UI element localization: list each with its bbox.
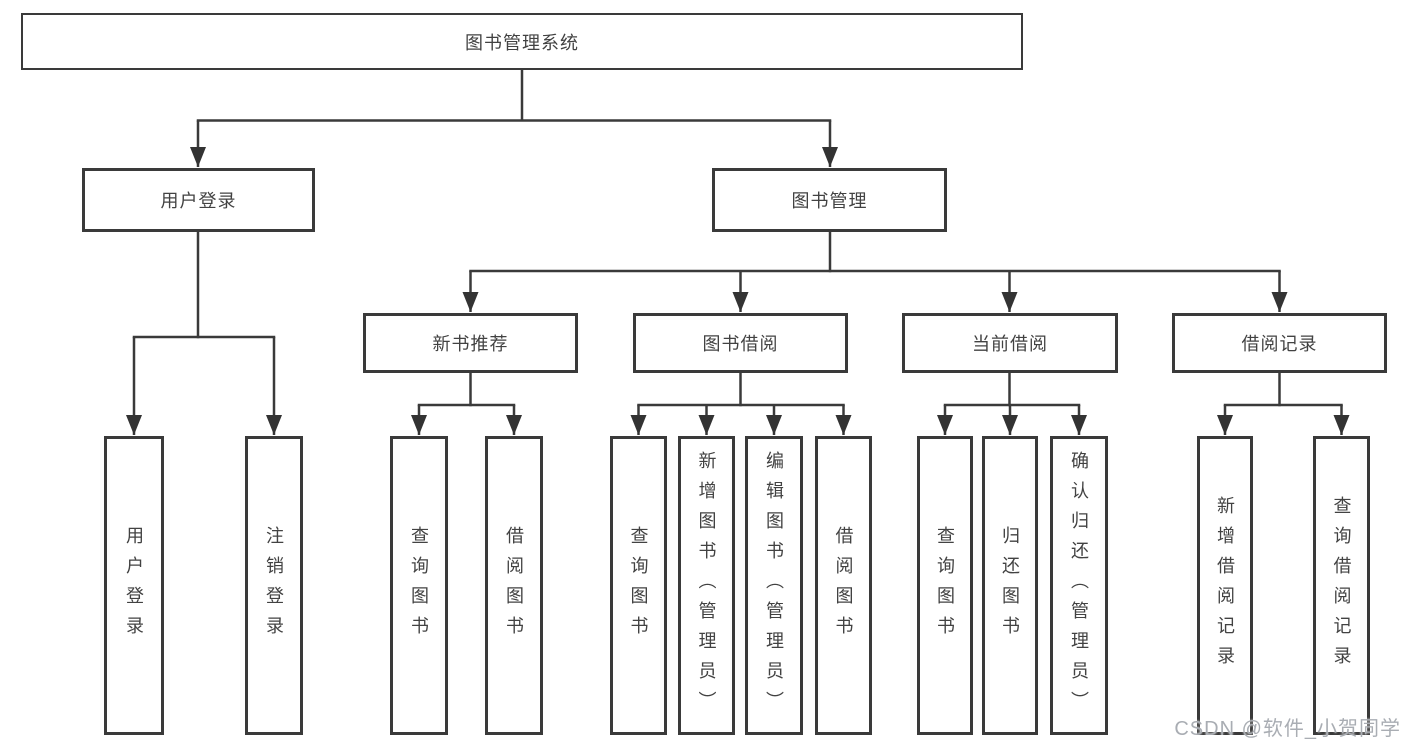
node-user-login-label: 用户登录 (160, 191, 237, 211)
node-book-management: 图书管理 (712, 168, 947, 232)
leaf-logout: 注销登录 (245, 436, 303, 735)
node-book-borrowing: 图书借阅 (633, 313, 848, 373)
leaf-confirm-return-admin-label: 确认归还（管理员） (1069, 450, 1089, 721)
leaf-user-login: 用户登录 (104, 436, 164, 735)
node-user-login: 用户登录 (82, 168, 315, 232)
leaf-query-books-borrowing: 查询图书 (610, 436, 667, 735)
node-current-borrowing: 当前借阅 (902, 313, 1118, 373)
node-book-management-label: 图书管理 (791, 191, 868, 211)
leaf-return-book-label: 归还图书 (1000, 525, 1020, 646)
leaf-add-borrow-record-label: 新增借阅记录 (1215, 495, 1235, 676)
node-new-book-recommend: 新书推荐 (363, 313, 578, 373)
leaf-borrow-books-recommend: 借阅图书 (485, 436, 543, 735)
node-borrowing-records-label: 借阅记录 (1241, 334, 1318, 354)
leaf-edit-book-admin-label: 编辑图书（管理员） (764, 450, 784, 721)
leaf-query-borrow-record-label: 查询借阅记录 (1331, 495, 1352, 676)
leaf-borrow-books-recommend-label: 借阅图书 (504, 525, 524, 646)
node-new-book-recommend-label: 新书推荐 (432, 334, 509, 354)
node-current-borrowing-label: 当前借阅 (972, 334, 1048, 354)
leaf-query-books-recommend: 查询图书 (390, 436, 448, 735)
node-library-system: 图书管理系统 (21, 13, 1023, 70)
node-book-borrowing-label: 图书借阅 (702, 334, 779, 354)
leaf-user-login-label: 用户登录 (124, 525, 144, 646)
leaf-add-book-admin: 新增图书（管理员） (678, 436, 735, 735)
leaf-query-books-current: 查询图书 (917, 436, 973, 735)
leaf-query-borrow-record: 查询借阅记录 (1313, 436, 1370, 735)
leaf-query-books-current-label: 查询图书 (935, 525, 955, 646)
node-library-system-label: 图书管理系统 (465, 32, 579, 53)
leaf-borrow-books-borrowing: 借阅图书 (815, 436, 872, 735)
leaf-edit-book-admin: 编辑图书（管理员） (745, 436, 803, 735)
csdn-watermark: CSDN @软件_小贺同学 (1174, 718, 1401, 740)
leaf-add-book-admin-label: 新增图书（管理员） (696, 450, 717, 721)
leaf-query-books-recommend-label: 查询图书 (409, 525, 429, 646)
leaf-borrow-books-borrowing-label: 借阅图书 (833, 525, 854, 646)
node-borrowing-records: 借阅记录 (1172, 313, 1387, 373)
leaf-return-book: 归还图书 (982, 436, 1038, 735)
leaf-query-books-borrowing-label: 查询图书 (628, 525, 649, 646)
leaf-confirm-return-admin: 确认归还（管理员） (1050, 436, 1108, 735)
leaf-logout-label: 注销登录 (264, 525, 284, 646)
leaf-add-borrow-record: 新增借阅记录 (1197, 436, 1253, 735)
